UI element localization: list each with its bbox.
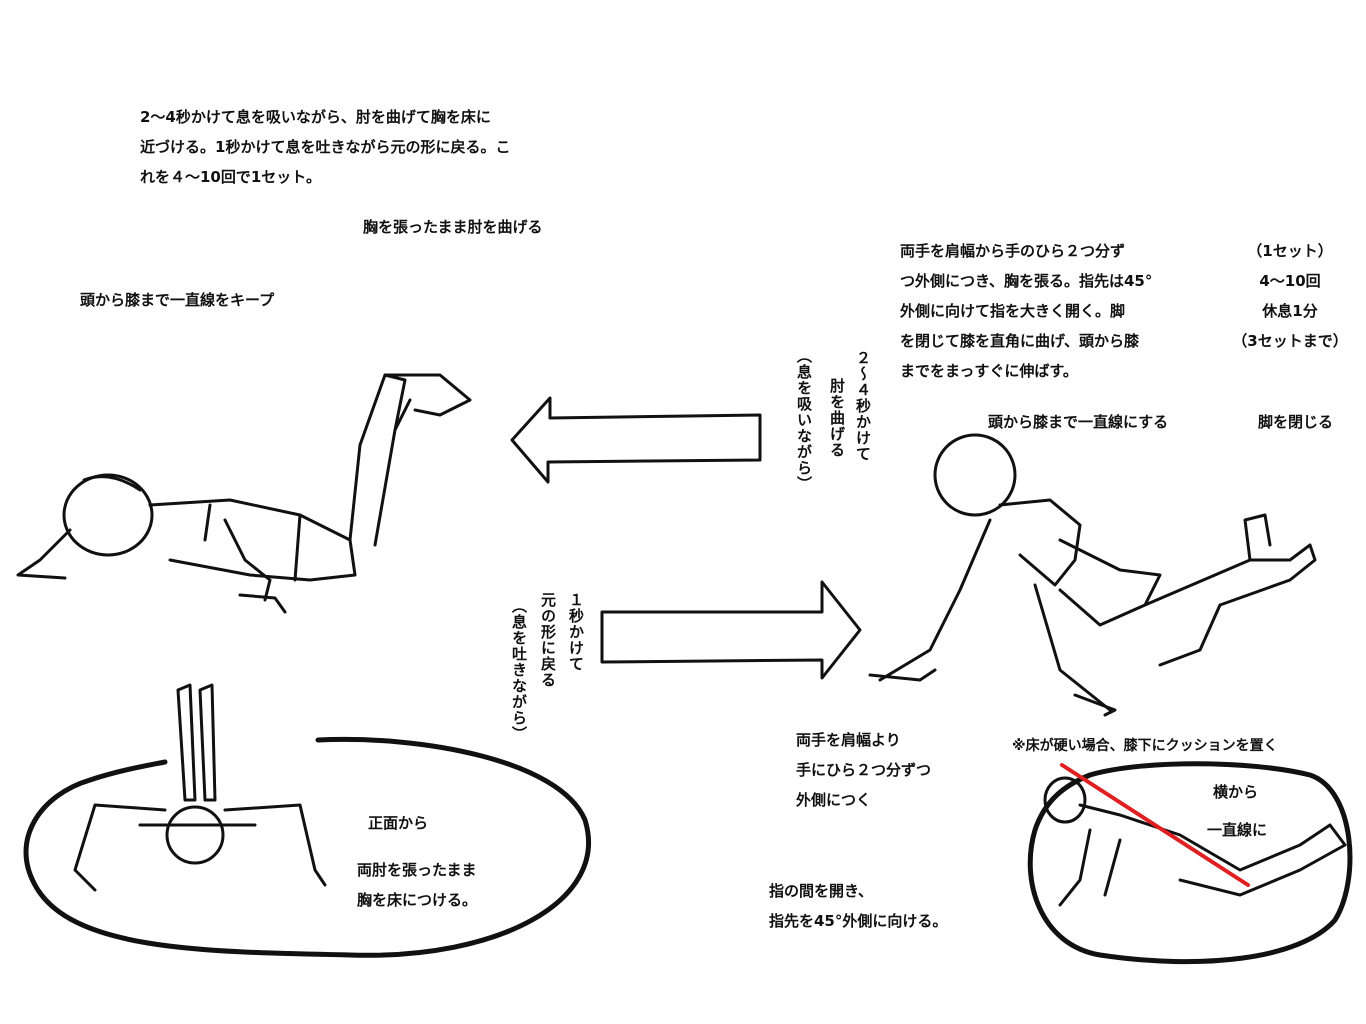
right-arrow-icon	[600, 580, 862, 680]
set-max: （3セットまで）	[1232, 332, 1348, 350]
front-view-bubble	[23, 683, 592, 958]
arrow-up-line1: １秒かけて	[567, 592, 585, 672]
set-title: （1セット）	[1247, 242, 1333, 260]
cushion-note: ※床が硬い場合、膝下にクッションを置く	[1012, 738, 1278, 754]
raised-pose-figure	[868, 433, 1317, 717]
arrow-down-line3: （息を吸いながら）	[795, 348, 813, 492]
label-straight-line: 頭から膝まで一直線にする	[988, 413, 1169, 431]
label-keep-line: 頭から膝まで一直線をキープ	[80, 291, 275, 309]
arrow-down-line1: ２〜４秒かけて	[854, 350, 872, 462]
side-view-title: 横から	[1213, 783, 1259, 801]
label-chest: 胸を張ったまま肘を曲げる	[363, 218, 543, 236]
front-view-desc: 両肘を張ったまま 胸を床につける。	[357, 861, 478, 909]
top-instruction: 2〜4秒かけて息を吸いながら、肘を曲げて胸を床に 近づける。1秒かけて息を吐きな…	[140, 108, 511, 186]
front-view-title: 正面から	[368, 814, 429, 832]
side-view-bubble	[1027, 761, 1353, 965]
setup-instruction: 両手を肩幅から手のひら２つ分ず つ外側につき、胸を張る。指先は45° 外側に向け…	[900, 242, 1153, 380]
side-view-desc: 一直線に	[1207, 821, 1268, 839]
label-close-legs: 脚を閉じる	[1258, 413, 1334, 431]
set-rest: 休息1分	[1262, 302, 1318, 320]
hands-placement: 両手を肩幅より 手にひら２つ分ずつ 外側につく	[796, 731, 932, 809]
arrow-up-line2: 元の形に戻る	[539, 592, 557, 688]
lowered-pose-figure	[16, 373, 472, 614]
arrow-down-line2: 肘を曲げる	[828, 378, 846, 458]
fingers-note: 指の間を開き、 指先を45°外側に向ける。	[769, 882, 948, 930]
set-reps: 4〜10回	[1259, 272, 1321, 290]
left-arrow-icon	[510, 396, 762, 484]
arrow-up-line3: （息を吐きながら）	[510, 598, 528, 742]
